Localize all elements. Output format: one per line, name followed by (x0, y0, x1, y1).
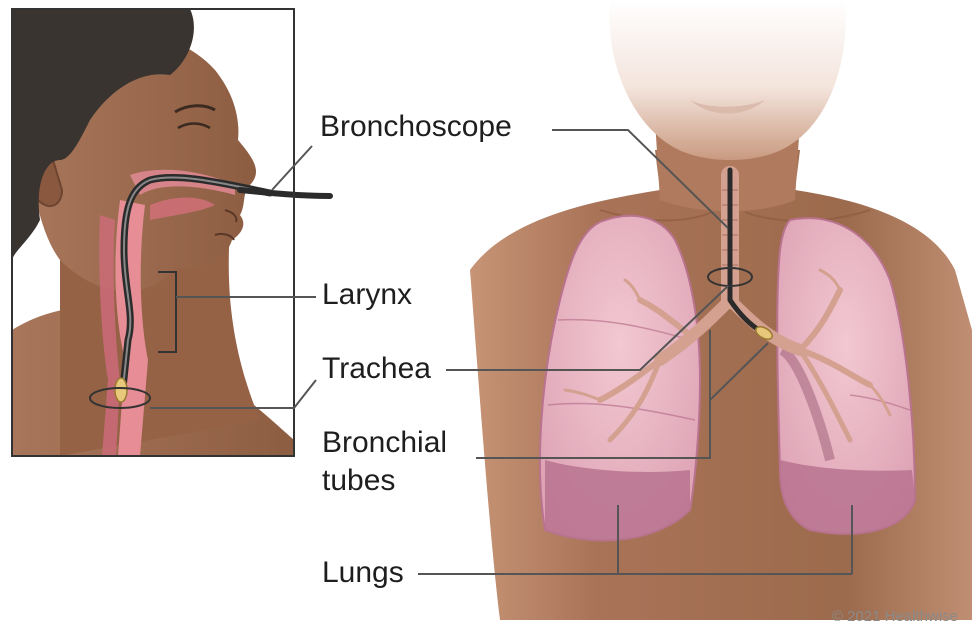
side-profile-inset (12, 9, 294, 456)
trachea-label: Trachea (322, 352, 431, 386)
bronchial-tubes-label-line2: tubes (322, 462, 447, 500)
bronchial-tubes-label: Bronchial tubes (322, 424, 447, 500)
larynx-label: Larynx (322, 278, 412, 312)
copyright-notice: © 2021 Healthwise (832, 608, 958, 625)
bronchoscope-label: Bronchoscope (320, 110, 512, 144)
lungs-label: Lungs (322, 556, 404, 590)
bronchial-tubes-label-line1: Bronchial (322, 424, 447, 462)
